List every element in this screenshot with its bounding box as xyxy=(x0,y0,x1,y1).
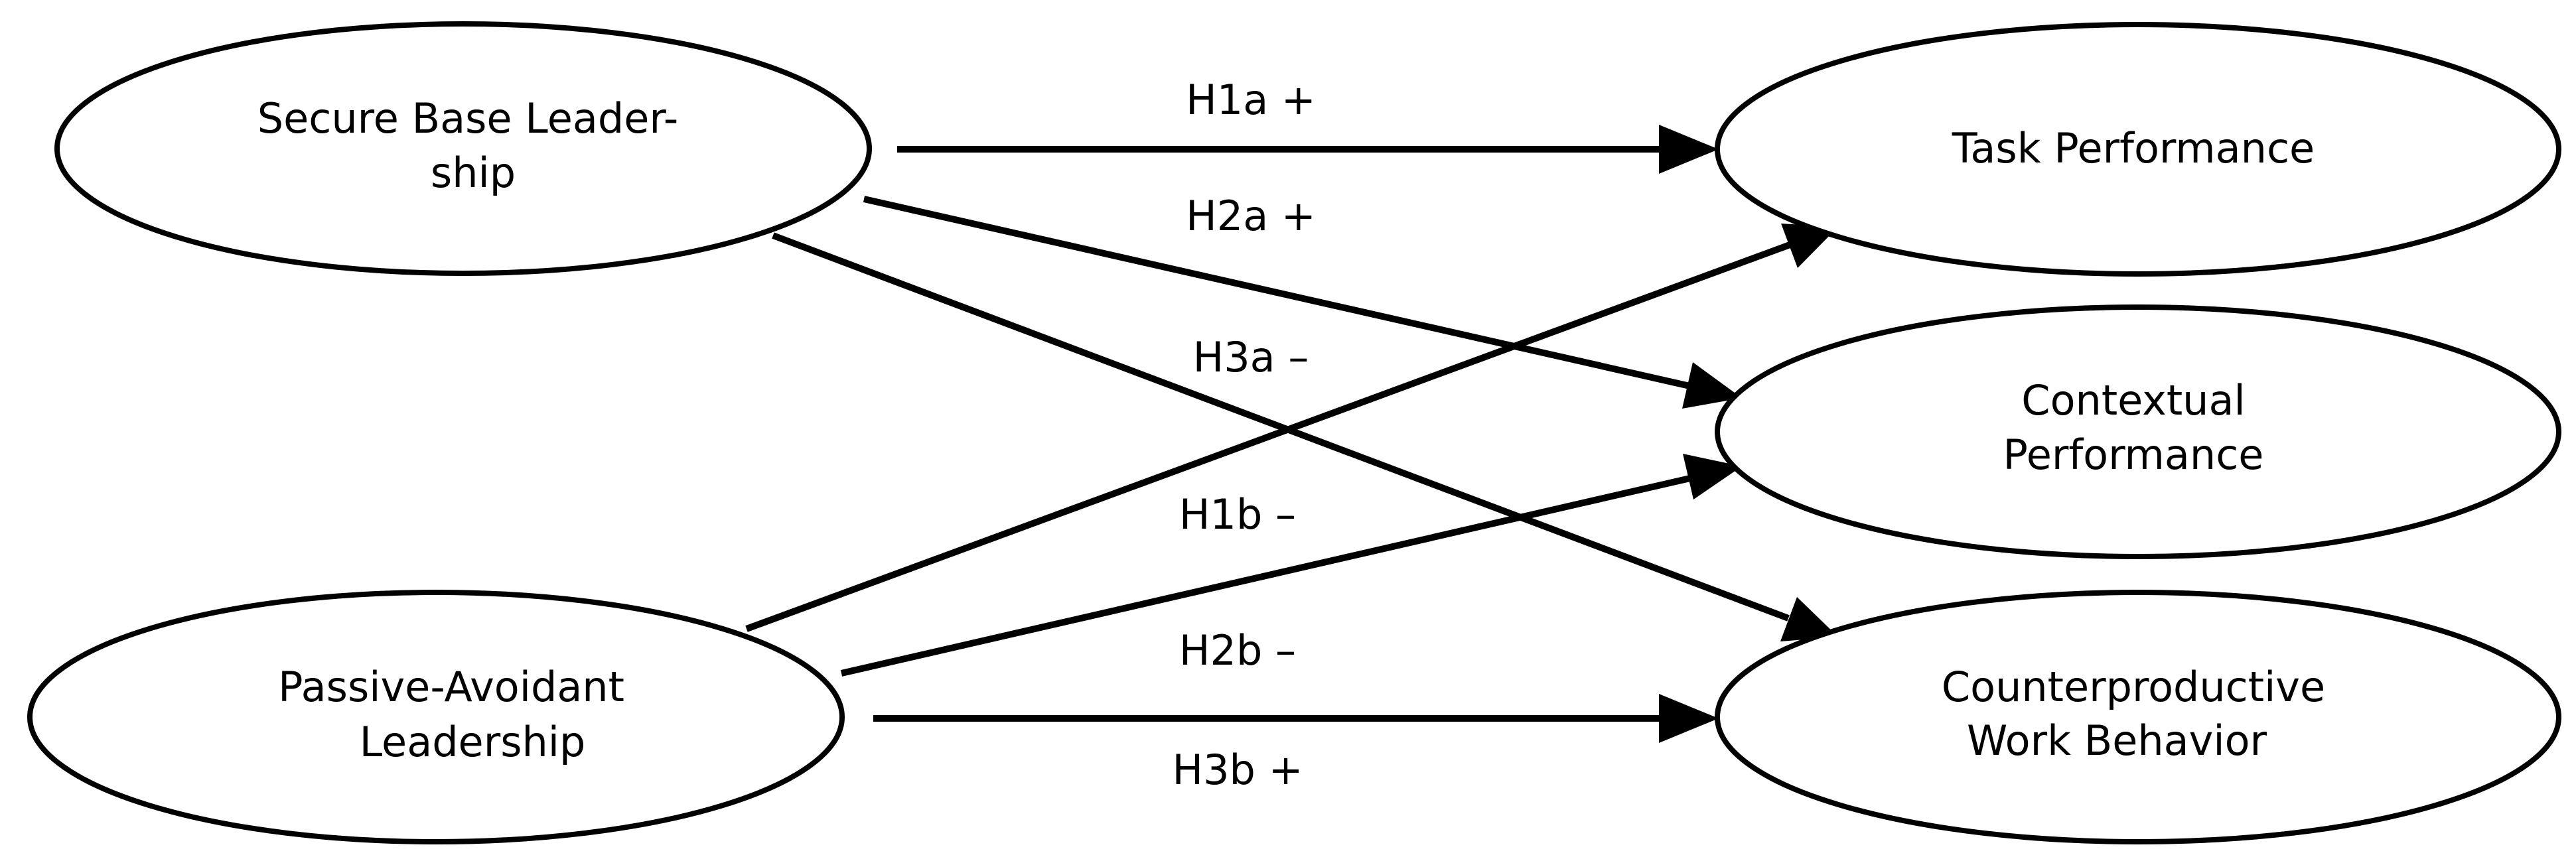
nodes: Secure Base Leader- ship Passive-Avoidan… xyxy=(27,21,2561,844)
edge-h2a-line xyxy=(863,196,1700,391)
edge-h1a-label: H1a + xyxy=(1186,76,1316,124)
edge-h2b-label: H2b – xyxy=(1179,626,1296,675)
node-passive-avoidant-label-line1: Passive-Avoidant xyxy=(278,663,624,711)
node-task-performance-label: Task Performance xyxy=(1952,124,2315,172)
edge-h2a-label: H2a + xyxy=(1186,192,1316,240)
node-secure-base-ellipse xyxy=(54,21,872,276)
node-contextual-performance-ellipse xyxy=(1715,304,2561,559)
node-task-performance-ellipse xyxy=(1715,22,2561,277)
edge-labels: H1a + H2a + H3a – H1b – H2b – H3b + xyxy=(1172,76,1315,794)
node-passive-avoidant-leadership: Passive-Avoidant Leadership xyxy=(27,590,845,844)
edges xyxy=(745,125,1838,743)
edge-h2a-arrow-head xyxy=(1682,362,1742,409)
edge-h2b-arrow-head xyxy=(1683,454,1742,499)
edge-h1b-line xyxy=(745,241,1793,632)
node-contextual-performance: Contextual Performance xyxy=(1715,304,2561,559)
node-secure-base-leadership: Secure Base Leader- ship xyxy=(54,21,872,276)
node-secure-base-label-line2: ship xyxy=(431,149,516,197)
node-counterproductive-work-behavior: Counterproductive Work Behavior xyxy=(1715,590,2561,844)
edge-h3a-line xyxy=(772,232,1790,622)
node-counterproductive-ellipse xyxy=(1715,590,2561,844)
node-contextual-performance-label-line2: Performance xyxy=(2003,431,2264,479)
node-passive-avoidant-label-line2: Leadership xyxy=(360,718,586,766)
node-secure-base-label-line1: Secure Base Leader- xyxy=(257,94,679,143)
node-counterproductive-label-line1: Counterproductive xyxy=(1942,663,2325,711)
edge-h3b-label: H3b + xyxy=(1172,746,1303,794)
edge-h3a-arrow-head xyxy=(1780,597,1838,641)
node-task-performance: Task Performance xyxy=(1715,22,2561,277)
edge-h3b-arrow-head xyxy=(1659,694,1719,743)
node-contextual-performance-label-line1: Contextual xyxy=(2021,376,2245,425)
node-counterproductive-label-line2: Work Behavior xyxy=(1967,716,2267,765)
edge-h3a-label: H3a – xyxy=(1193,333,1309,381)
edge-h1a-arrow-head xyxy=(1659,125,1719,174)
edge-h1b-label: H1b – xyxy=(1179,490,1296,539)
edge-h2b-line xyxy=(840,473,1700,677)
node-passive-avoidant-ellipse xyxy=(27,590,845,844)
